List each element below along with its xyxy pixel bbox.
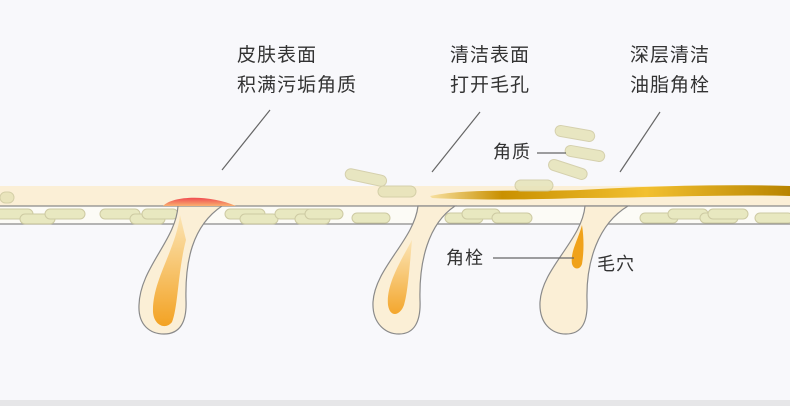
keratin-annotation: 角质 [493, 142, 531, 163]
plug-annotation: 角栓 [446, 248, 484, 269]
step2-line1: 清洁表面 [450, 44, 531, 66]
dirt-buildup [163, 197, 236, 206]
oil-stream [430, 185, 790, 200]
step2-line2: 打开毛孔 [450, 74, 531, 96]
step1-label: 皮肤表面 积满污垢角质 [237, 40, 357, 100]
step3-line1: 深层清洁 [630, 44, 711, 66]
pore-2 [372, 205, 457, 335]
pore-annotation: 毛穴 [597, 254, 635, 275]
step3-line2: 油脂角栓 [630, 74, 711, 96]
step2-label: 清洁表面 打开毛孔 [450, 40, 530, 100]
skin-cells [0, 208, 790, 225]
bottom-strip [0, 400, 790, 406]
leader-lines [221, 109, 661, 259]
step3-label: 深层清洁 油脂角栓 [630, 40, 710, 100]
step1-line1: 皮肤表面 [237, 44, 318, 66]
floating-keratin [0, 124, 606, 204]
step1-line2: 积满污垢角质 [237, 74, 358, 96]
pore-3 [539, 205, 631, 335]
pore-1 [138, 197, 236, 335]
